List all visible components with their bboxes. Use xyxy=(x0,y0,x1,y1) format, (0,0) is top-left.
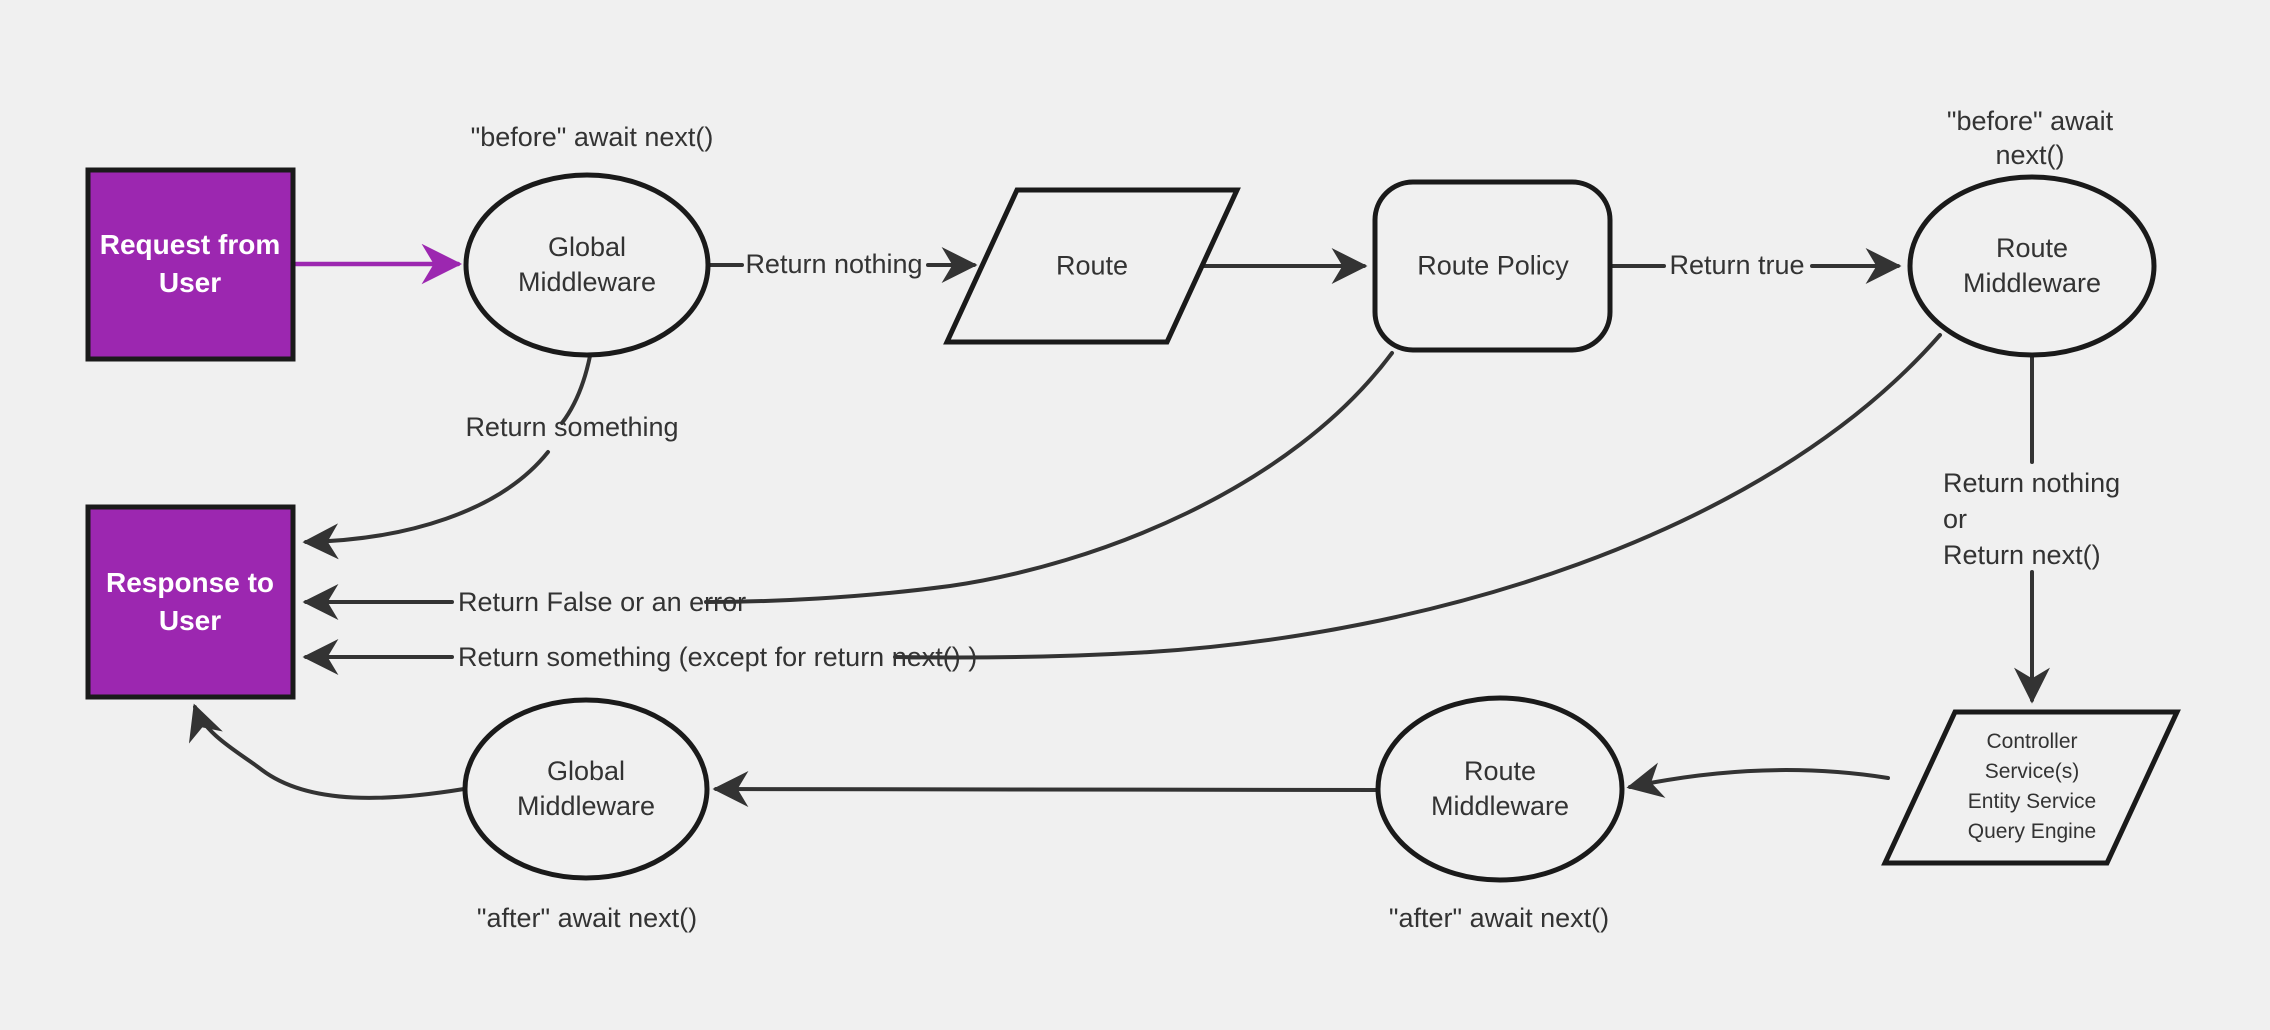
route-policy-node xyxy=(1372,179,1613,353)
return-something-except-label: Return something (except for return next… xyxy=(458,642,978,672)
route-policy-label: Route Policy xyxy=(1417,250,1569,281)
edge-return-something-to-response xyxy=(302,450,550,560)
return-true-label: Return true xyxy=(1669,250,1805,280)
after-await-next-bottom-right-label: "after" await next() xyxy=(1388,903,1610,933)
edge-return-something-stub xyxy=(560,354,592,425)
route-middleware-bottom-node xyxy=(1375,695,1625,883)
controller-service-node xyxy=(1881,709,2181,866)
before-await-next-top-left-label: "before" await next() xyxy=(470,122,714,152)
return-nothing-label: Return nothing xyxy=(745,249,923,279)
route-middleware-top-node xyxy=(1907,174,2157,358)
response-to-user-label: Response to User xyxy=(105,567,275,636)
before-await-next-top-right-label: "before" await next() xyxy=(1946,106,2114,170)
route-label: Route xyxy=(1055,250,1129,281)
global-middleware-top-label: Global Middleware xyxy=(517,232,657,297)
global-middleware-bottom-node xyxy=(462,697,710,881)
route-middleware-bottom-label: Route Middleware xyxy=(1430,756,1570,821)
edge-return-false-curve xyxy=(704,351,1394,604)
global-middleware-bottom-label: Global Middleware xyxy=(516,756,656,821)
edge-global-middleware-bottom-to-response xyxy=(188,703,466,800)
after-await-next-bottom-left-label: "after" await next() xyxy=(476,903,698,933)
edge-return-something-except-curve xyxy=(893,333,1942,660)
edge-controller-to-route-middleware-bottom xyxy=(1626,762,1890,798)
request-from-user-node xyxy=(85,167,296,362)
return-nothing-or-next-label: Return nothing or Return next() xyxy=(1943,468,2121,570)
global-middleware-top-node xyxy=(463,172,711,358)
return-false-or-error-label: Return False or an error xyxy=(458,587,747,617)
request-from-user-label: Request from User xyxy=(99,229,281,298)
route-middleware-top-label: Route Middleware xyxy=(1962,233,2102,298)
response-to-user-node xyxy=(85,504,296,700)
controller-service-label: Controller Service(s) Entity Service Que… xyxy=(1967,730,2097,843)
return-something-label: Return something xyxy=(465,412,679,442)
edge-route-middleware-to-global-middleware-bottom xyxy=(712,771,1378,808)
route-node xyxy=(943,187,1241,345)
